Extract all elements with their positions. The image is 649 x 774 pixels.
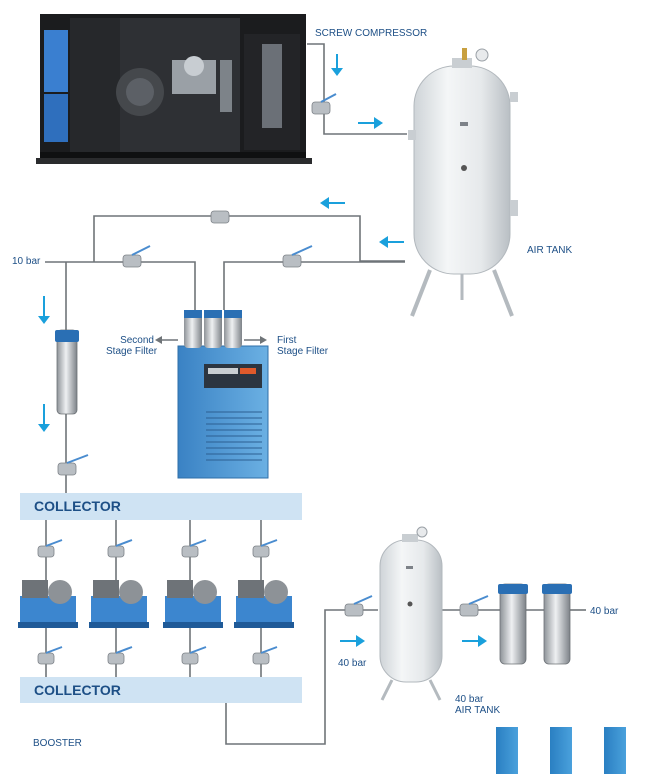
arrow-icon: [331, 54, 343, 76]
collector-bottom: COLLECTOR: [20, 677, 302, 703]
ball-valve-icon: [181, 646, 207, 665]
filter-icon: [498, 583, 528, 665]
collector-top: COLLECTOR: [20, 493, 302, 520]
ball-valve-icon: [311, 93, 337, 115]
pipe-compressor-to-tank: [307, 43, 407, 135]
arrow-icon: [244, 336, 267, 344]
flow-arrows: [38, 54, 487, 647]
arrow-icon: [358, 117, 383, 129]
first-stage-filter-label: First Stage Filter: [277, 335, 328, 357]
booster-compressor-icon: [234, 580, 294, 628]
ball-valve-icon: [107, 646, 133, 665]
arrow-icon: [379, 236, 404, 248]
ball-valve-icon: [37, 646, 63, 665]
dryer-filters: [184, 310, 242, 348]
filter-icon: [55, 329, 79, 415]
booster-label: BOOSTER: [33, 738, 82, 749]
booster-compressor-icon: [163, 580, 223, 628]
pipe-main-10bar: [45, 261, 196, 310]
ball-valve-icon: [57, 454, 89, 476]
first-stage-filter-line-1: First: [277, 335, 297, 346]
ten-bar-label: 10 bar: [12, 256, 41, 267]
air-tank-icon: [379, 526, 443, 701]
pipe-bypass-loop: [93, 215, 405, 262]
ball-valve-icon: [210, 210, 230, 224]
pipe-dryer-return: [223, 261, 405, 310]
second-stage-filter-line-1: Second: [120, 335, 154, 346]
booster-compressors: [18, 580, 294, 628]
decorative-blue-bars: [496, 727, 626, 774]
arrow-icon: [155, 336, 178, 344]
arrow-icon: [38, 404, 50, 432]
dryer-side-arrows: [155, 336, 267, 344]
air-tank-icon: [408, 48, 518, 317]
booster-compressor-icon: [18, 580, 78, 628]
air-tank-label: AIR TANK: [527, 245, 573, 256]
filter-icon: [542, 583, 572, 665]
ball-valve-icon: [37, 539, 63, 558]
second-stage-filter-label: Second Stage Filter: [106, 335, 158, 357]
ball-valve-icon: [252, 539, 278, 558]
ball-valve-icon: [122, 245, 151, 268]
ball-valve-icon: [252, 646, 278, 665]
forty-bar-right-label: 40 bar: [590, 606, 619, 617]
pipe-collector-to-40bar-tank: [225, 609, 378, 745]
arrow-icon: [38, 296, 50, 324]
air-dryer-icon: [177, 345, 269, 479]
second-stage-filter-line-2: Stage Filter: [106, 346, 158, 357]
ball-valve-icon: [107, 539, 133, 558]
ball-valve-icon: [282, 245, 313, 268]
forty-bar-air-tank-label: 40 bar AIR TANK: [455, 694, 500, 716]
booster-compressor-icon: [89, 580, 149, 628]
arrow-icon: [320, 197, 345, 209]
ball-valves: [37, 93, 489, 665]
arrow-icon: [340, 635, 365, 647]
forty-bar-air-tank-line-1: 40 bar: [455, 694, 484, 705]
ball-valve-icon: [344, 595, 373, 617]
arrow-icon: [462, 635, 487, 647]
ball-valve-icon: [181, 539, 207, 558]
screw-compressor-label: SCREW COMPRESSOR: [315, 28, 428, 39]
first-stage-filter-line-2: Stage Filter: [277, 346, 329, 357]
ball-valve-icon: [459, 595, 489, 617]
forty-bar-left-label: 40 bar: [338, 658, 367, 669]
forty-bar-air-tank-line-2: AIR TANK: [455, 705, 501, 716]
screw-compressor-icon: [36, 14, 312, 164]
